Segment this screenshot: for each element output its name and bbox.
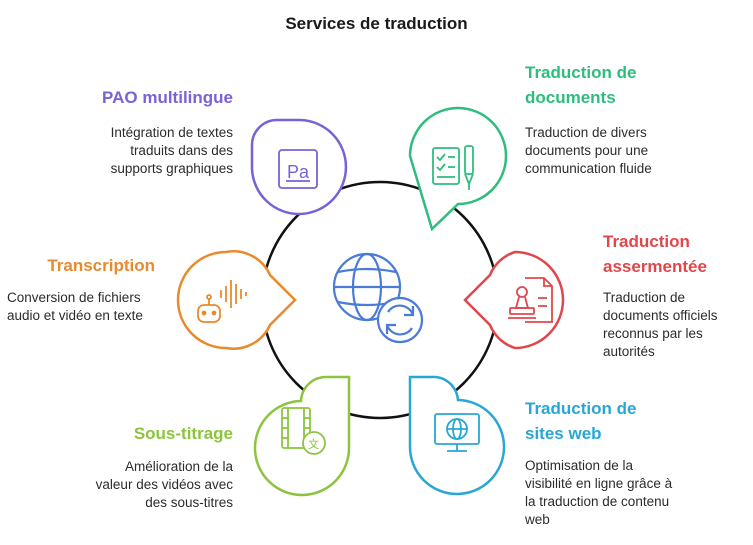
sous-titrage-desc: Amélioration de la valeur des vidéos ave… xyxy=(95,459,233,510)
documents-pin xyxy=(408,106,508,232)
globe-monitor-icon xyxy=(434,413,480,452)
checklist-pen-icon xyxy=(432,145,474,190)
documents-desc: Traduction de divers documents pour une … xyxy=(525,125,652,176)
stamp-document-icon xyxy=(508,277,553,323)
sites-web-title: Traduction de sites web xyxy=(525,399,637,443)
robot-audio-icon xyxy=(197,280,247,323)
sites-web-desc: Optimisation de la visibilité en ligne g… xyxy=(525,458,673,527)
transcription-desc: Conversion de fichiers audio et vidéo en… xyxy=(7,290,143,323)
assermentee-desc: Traduction de documents officiels reconn… xyxy=(603,290,718,359)
pao-title: PAO multilingue xyxy=(102,88,233,107)
transcription-title: Transcription xyxy=(47,256,155,275)
sous-titrage-pin: 文 xyxy=(253,375,351,497)
documents-title: Traduction de documents xyxy=(525,63,637,107)
sites-web-pin xyxy=(408,375,506,496)
pao-desc: Intégration de textes traduits dans des … xyxy=(110,125,233,176)
sous-titrage-title: Sous-titrage xyxy=(133,424,233,443)
assermentee-pin xyxy=(463,250,565,350)
svg-text:文: 文 xyxy=(308,437,319,451)
pao-pin: Pa xyxy=(250,118,348,216)
svg-text:Pa: Pa xyxy=(287,162,310,182)
diagram-title: Services de traduction xyxy=(285,14,468,33)
transcription-pin xyxy=(176,250,297,350)
globe-refresh-icon xyxy=(332,252,424,344)
film-translate-icon: 文 xyxy=(281,407,326,455)
photoshop-icon: Pa xyxy=(278,149,318,189)
assermentee-title: Traduction assermentée xyxy=(603,232,707,276)
